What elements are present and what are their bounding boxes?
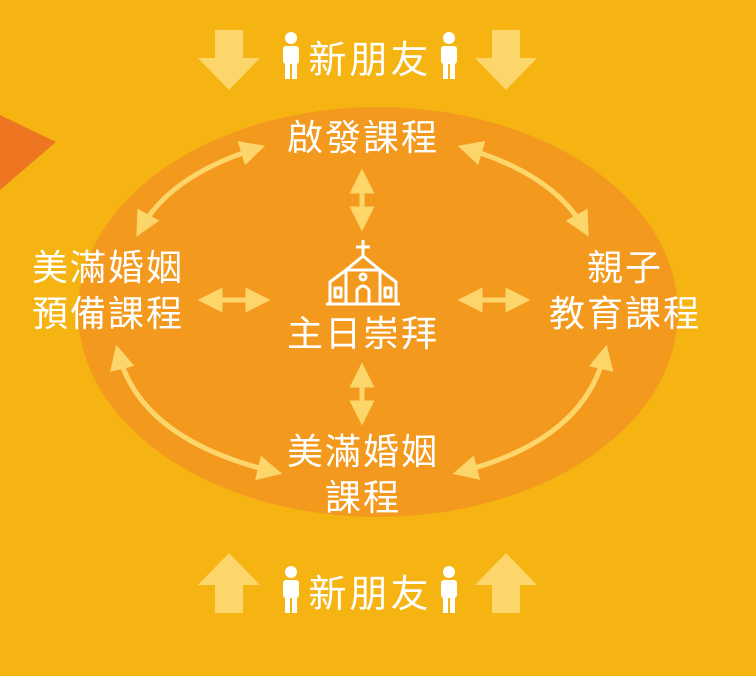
node-bottom: 美滿婚姻 課程 [263,430,463,522]
node-center: 主日崇拜 [263,312,463,358]
node-left-line1: 美滿婚姻 [31,248,184,289]
node-right: 親子 教育課程 [520,246,730,338]
node-right-line2: 教育課程 [548,294,701,335]
bottom-banner-text: 新朋友 [308,571,432,616]
person-icon [283,566,300,613]
person-icon [440,32,457,79]
arrow-bottom-left [110,344,283,481]
top-down-arrow-left-icon [198,30,260,90]
node-bottom-line1: 美滿婚姻 [286,432,439,473]
node-center-label: 主日崇拜 [286,314,439,355]
node-bottom-line2: 課程 [324,478,401,519]
node-left: 美滿婚姻 預備課程 [8,246,208,338]
arrow-top-right [457,141,589,237]
person-icon [283,32,300,79]
node-top-label: 啟發課程 [286,118,439,159]
person-icon [440,566,457,613]
node-left-line2: 預備課程 [31,294,184,335]
bottom-up-arrow-left-icon [198,553,260,613]
arrow-top-left [136,141,266,237]
bottom-banner: 新朋友 [270,560,470,620]
top-banner: 新朋友 [270,26,470,86]
top-banner-text: 新朋友 [308,37,432,82]
arrow-bottom-right [452,344,614,480]
corner-triangle [0,115,56,190]
bottom-up-arrow-right-icon [475,553,537,613]
church-icon [326,240,400,306]
node-top: 啟發課程 [263,116,463,162]
node-right-line1: 親子 [586,248,663,289]
top-down-arrow-right-icon [475,30,537,90]
